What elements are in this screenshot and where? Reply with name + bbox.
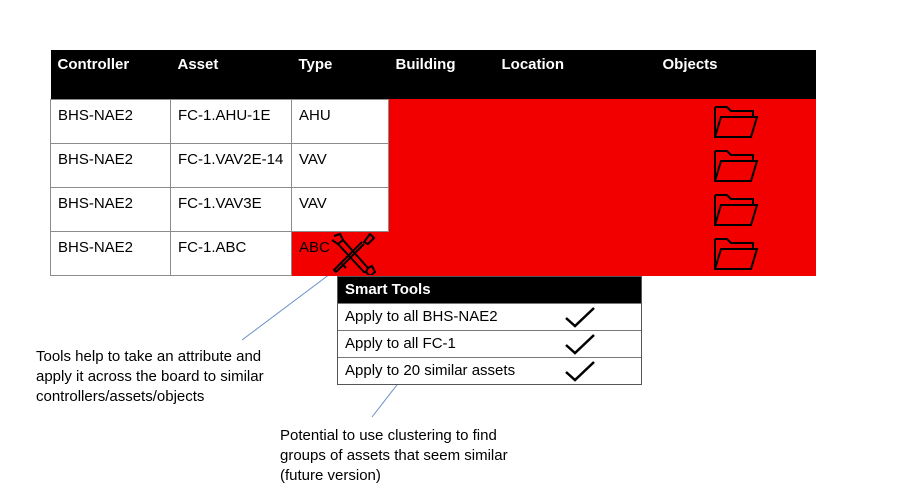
option-label: Apply to all FC-1 xyxy=(345,335,456,352)
header-asset: Asset xyxy=(170,50,292,100)
header-controller: Controller xyxy=(50,50,171,100)
controller-cell[interactable]: BHS-NAE2 xyxy=(50,187,171,232)
smart-tools-title: Smart Tools xyxy=(338,277,641,303)
location-cell[interactable] xyxy=(494,143,656,188)
folder-icon[interactable] xyxy=(713,147,759,183)
asset-cell[interactable]: FC-1.ABC xyxy=(170,231,292,276)
location-cell[interactable] xyxy=(494,99,656,144)
asset-cell[interactable]: FC-1.VAV3E xyxy=(170,187,292,232)
building-cell[interactable] xyxy=(388,99,495,144)
asset-cell[interactable]: FC-1.AHU-1E xyxy=(170,99,292,144)
tools-note: Tools help to take an attribute and appl… xyxy=(36,347,306,407)
table-row: BHS-NAE2 FC-1.ABC ABC xyxy=(50,231,816,276)
type-cell[interactable]: VAV xyxy=(291,143,389,188)
building-cell[interactable] xyxy=(388,187,495,232)
tools-note-line: Tools help to take an attribute and xyxy=(36,348,262,365)
clustering-note-connector xyxy=(371,380,401,418)
type-cell[interactable]: AHU xyxy=(291,99,389,144)
table-header-row: Controller Asset Type Building Location … xyxy=(50,50,816,100)
controller-cell[interactable]: BHS-NAE2 xyxy=(50,231,171,276)
type-cell-highlighted[interactable]: ABC xyxy=(291,231,389,276)
tools-note-connector xyxy=(241,267,339,341)
header-building: Building xyxy=(388,50,495,100)
wrench-screwdriver-icon[interactable] xyxy=(328,232,378,276)
table-row: BHS-NAE2 FC-1.AHU-1E AHU xyxy=(50,99,816,144)
objects-cell[interactable] xyxy=(655,187,816,232)
folder-icon[interactable] xyxy=(713,103,759,139)
smart-tools-panel: Smart Tools Apply to all BHS-NAE2 Apply … xyxy=(337,276,642,385)
checkmark-icon[interactable] xyxy=(563,305,597,329)
checkmark-icon[interactable] xyxy=(563,332,597,356)
controller-cell[interactable]: BHS-NAE2 xyxy=(50,99,171,144)
apply-similar-assets-option[interactable]: Apply to 20 similar assets xyxy=(338,357,641,384)
checkmark-icon[interactable] xyxy=(563,359,597,383)
location-cell[interactable] xyxy=(494,231,656,276)
asset-cell[interactable]: FC-1.VAV2E-14 xyxy=(170,143,292,188)
clustering-note: Potential to use clustering to find grou… xyxy=(280,426,540,486)
apply-all-controller-option[interactable]: Apply to all BHS-NAE2 xyxy=(338,303,641,330)
objects-cell[interactable] xyxy=(655,99,816,144)
location-cell[interactable] xyxy=(494,187,656,232)
folder-icon[interactable] xyxy=(713,191,759,227)
option-label: Apply to all BHS-NAE2 xyxy=(345,308,498,325)
clustering-note-line: Potential to use clustering to find xyxy=(280,427,497,444)
header-location: Location xyxy=(494,50,656,100)
objects-cell[interactable] xyxy=(655,143,816,188)
tools-note-line: apply it across the board to similar xyxy=(36,368,264,385)
clustering-note-line: (future version) xyxy=(280,467,381,484)
building-cell[interactable] xyxy=(388,143,495,188)
tools-note-line: controllers/assets/objects xyxy=(36,388,205,405)
type-cell[interactable]: VAV xyxy=(291,187,389,232)
header-type: Type xyxy=(291,50,389,100)
apply-all-asset-prefix-option[interactable]: Apply to all FC-1 xyxy=(338,330,641,357)
clustering-note-line: groups of assets that seem similar xyxy=(280,447,508,464)
type-cell-value: ABC xyxy=(299,239,330,256)
table-row: BHS-NAE2 FC-1.VAV3E VAV xyxy=(50,187,816,232)
table-row: BHS-NAE2 FC-1.VAV2E-14 VAV xyxy=(50,143,816,188)
objects-cell[interactable] xyxy=(655,231,816,276)
asset-table: Controller Asset Type Building Location … xyxy=(50,50,816,276)
controller-cell[interactable]: BHS-NAE2 xyxy=(50,143,171,188)
header-objects: Objects xyxy=(655,50,816,100)
folder-icon[interactable] xyxy=(713,235,759,271)
option-label: Apply to 20 similar assets xyxy=(345,362,516,379)
building-cell[interactable] xyxy=(388,231,495,276)
